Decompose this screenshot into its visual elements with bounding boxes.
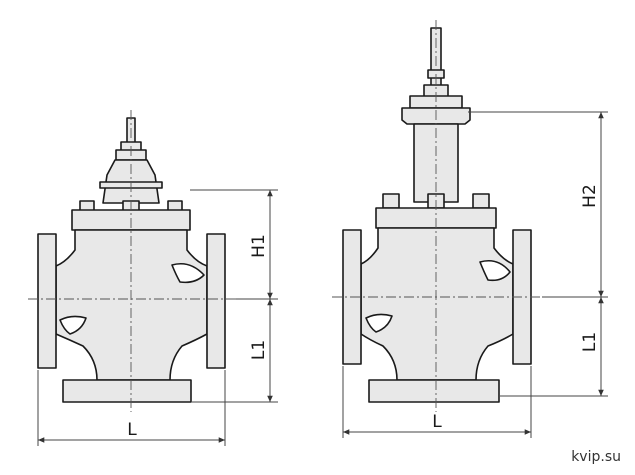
left-valve: [37, 117, 226, 403]
right-width-label: L: [432, 412, 442, 432]
left-body: [55, 229, 208, 381]
left-right-flange: [206, 233, 226, 369]
right-height-upper-label: H2: [580, 184, 600, 208]
left-height-lower-label: L1: [249, 340, 269, 360]
right-bottom-flange: [368, 379, 500, 403]
right-height-lower-label: L1: [580, 332, 600, 352]
left-height-upper-label: H1: [249, 234, 269, 258]
left-bottom-flange: [62, 379, 192, 403]
left-left-flange: [37, 233, 57, 369]
source-credit: kvip.su: [571, 449, 621, 465]
left-width-label: L: [127, 420, 137, 440]
right-valve: [342, 27, 532, 403]
right-body: [360, 227, 514, 381]
